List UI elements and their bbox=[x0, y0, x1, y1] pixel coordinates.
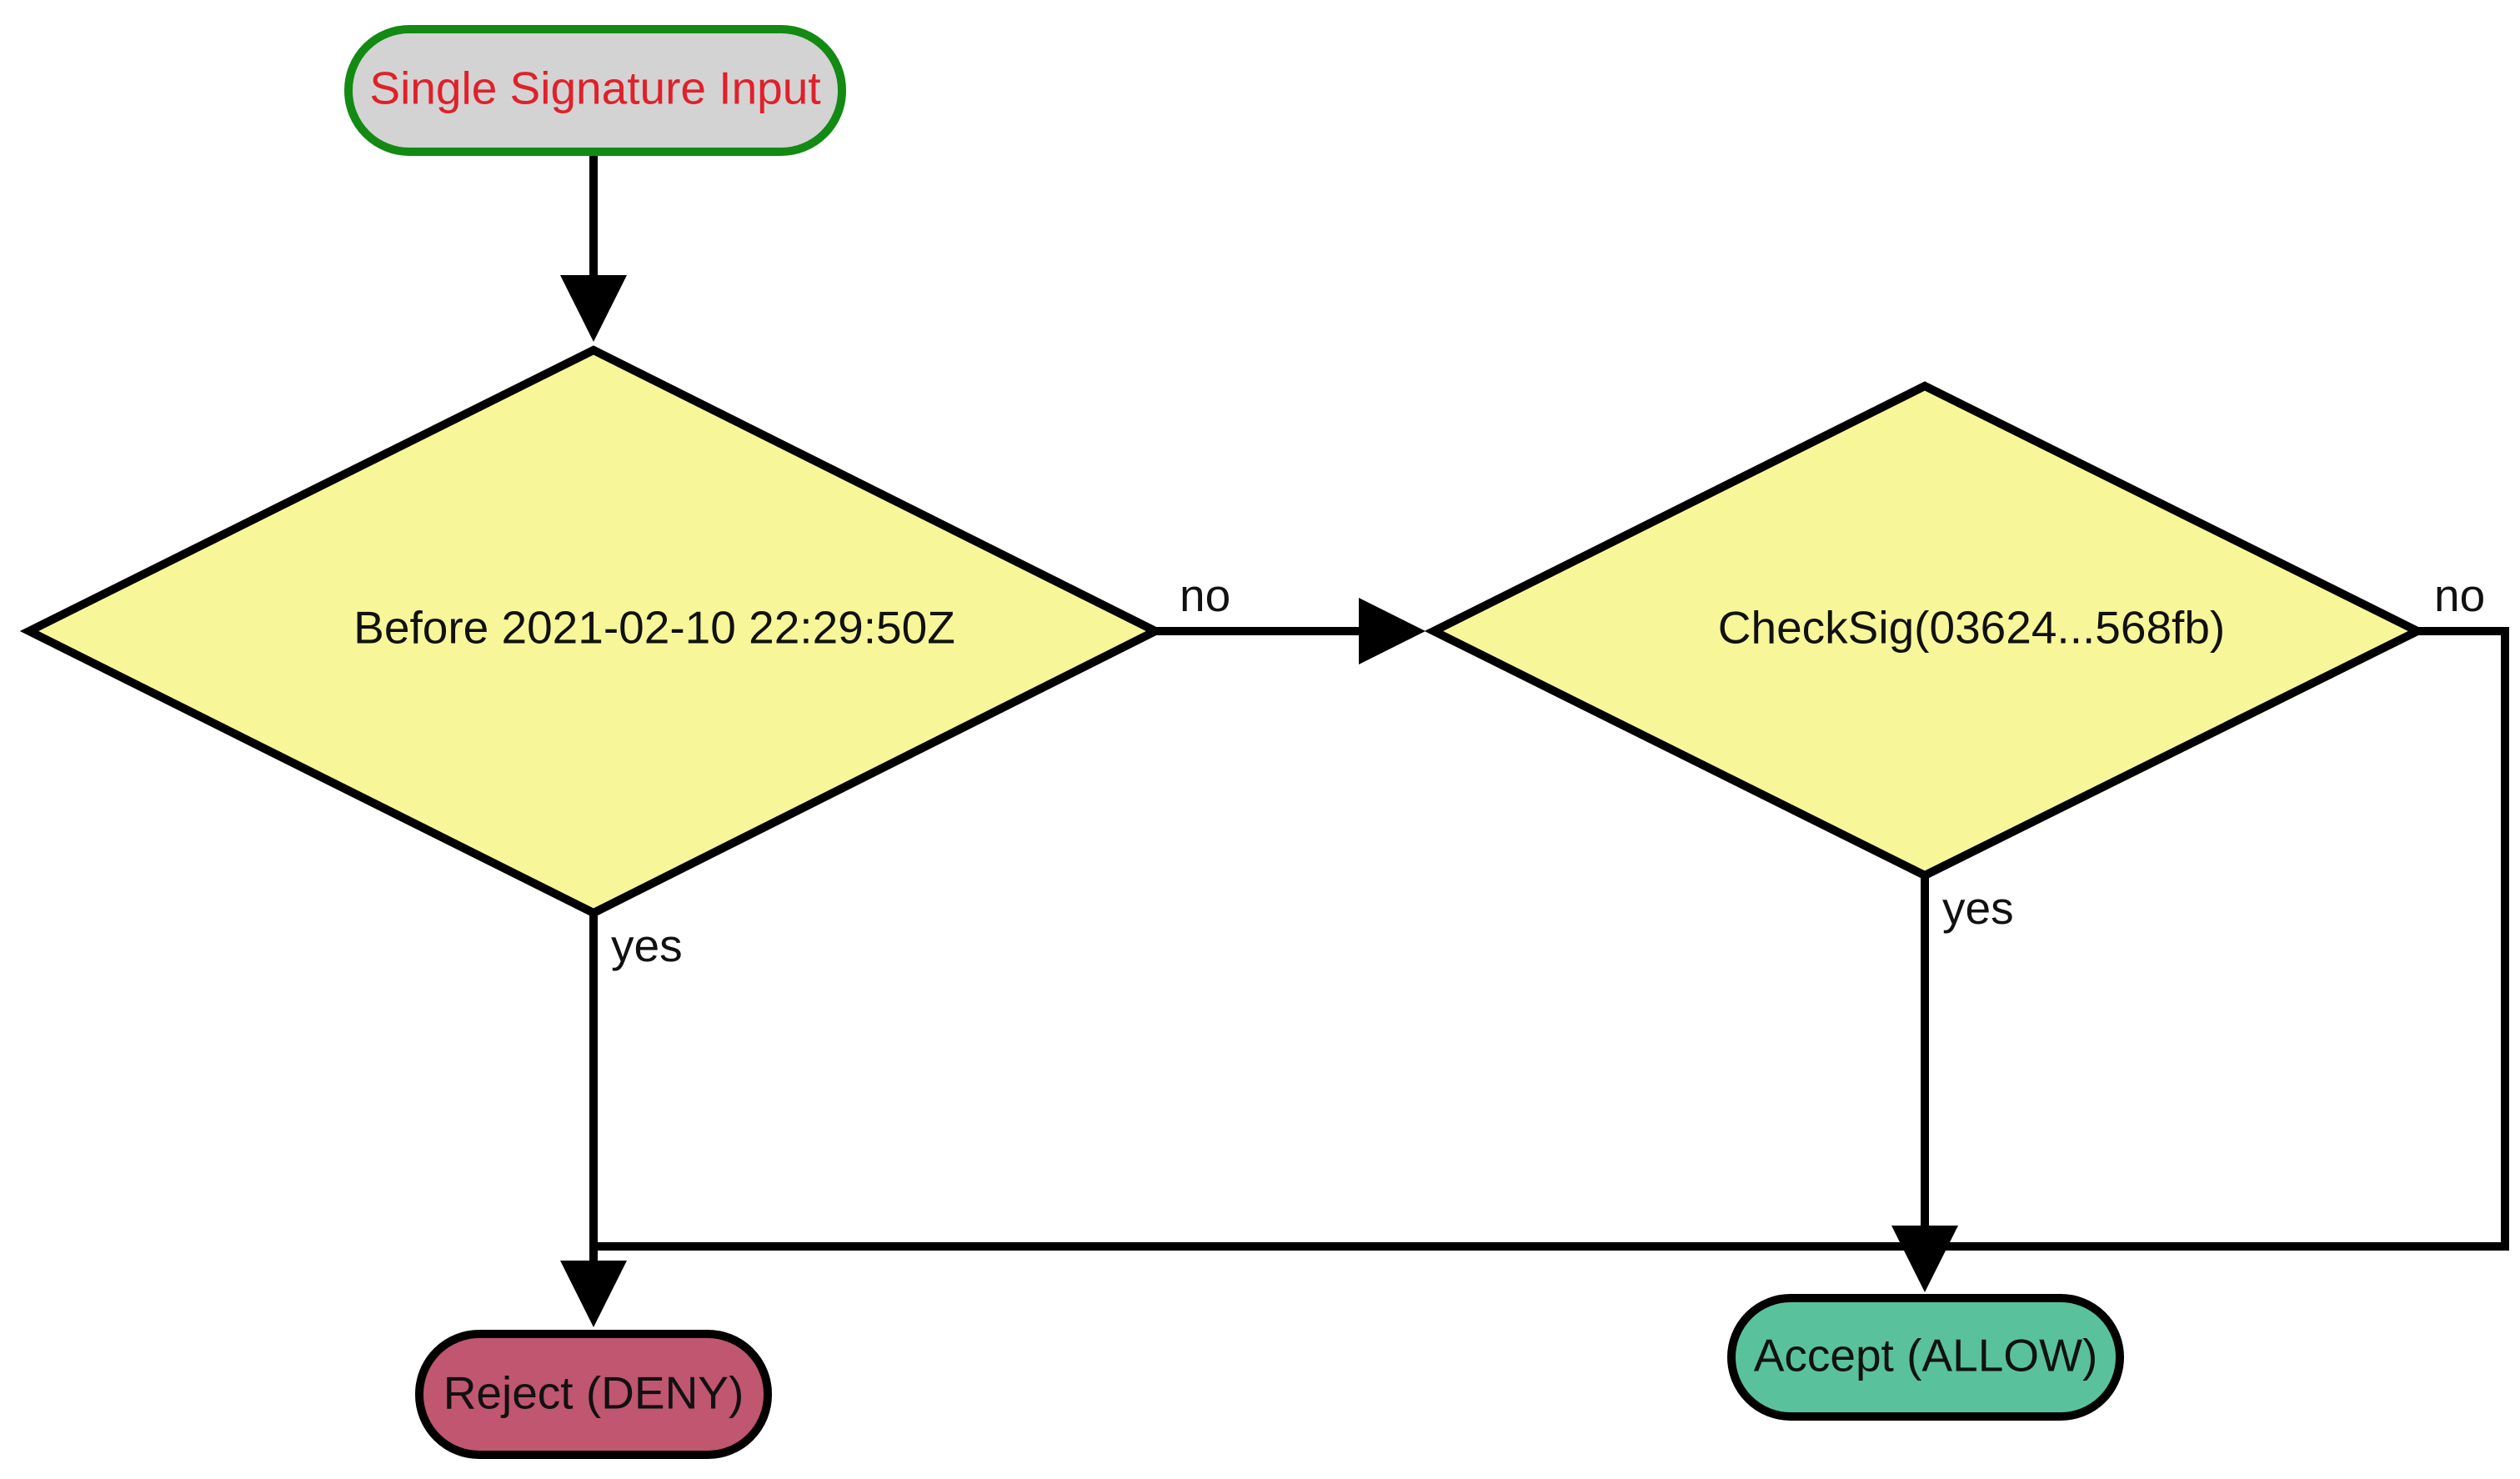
edge-label-checksig-no: no bbox=[2434, 569, 2485, 621]
edge-label-before-no: no bbox=[1180, 569, 1230, 621]
edge-label-checksig-yes: yes bbox=[1942, 882, 2014, 934]
accept-node: Accept (ALLOW) bbox=[1727, 1294, 2124, 1421]
start-node-label: Single Signature Input bbox=[369, 63, 820, 114]
decision-checksig: CheckSig(03624...568fb) bbox=[1424, 381, 2427, 880]
decision-checksig-label: CheckSig(03624...568fb) bbox=[1718, 602, 2225, 654]
decision-before: Before 2021-02-10 22:29:50Z bbox=[19, 345, 1165, 918]
decision-before-shape bbox=[19, 345, 1165, 918]
decision-checksig-shape bbox=[1424, 381, 2427, 880]
reject-node-label: Reject (DENY) bbox=[443, 1367, 744, 1419]
decision-before-label: Before 2021-02-10 22:29:50Z bbox=[353, 602, 955, 654]
edge-label-before-yes: yes bbox=[611, 920, 683, 971]
reject-node-shape bbox=[415, 1330, 772, 1459]
start-node-shape bbox=[344, 25, 846, 156]
accept-node-label: Accept (ALLOW) bbox=[1754, 1330, 2098, 1381]
reject-node: Reject (DENY) bbox=[415, 1330, 772, 1459]
connectors bbox=[560, 152, 2509, 1327]
start-node: Single Signature Input bbox=[344, 25, 846, 156]
accept-node-shape bbox=[1727, 1294, 2124, 1421]
